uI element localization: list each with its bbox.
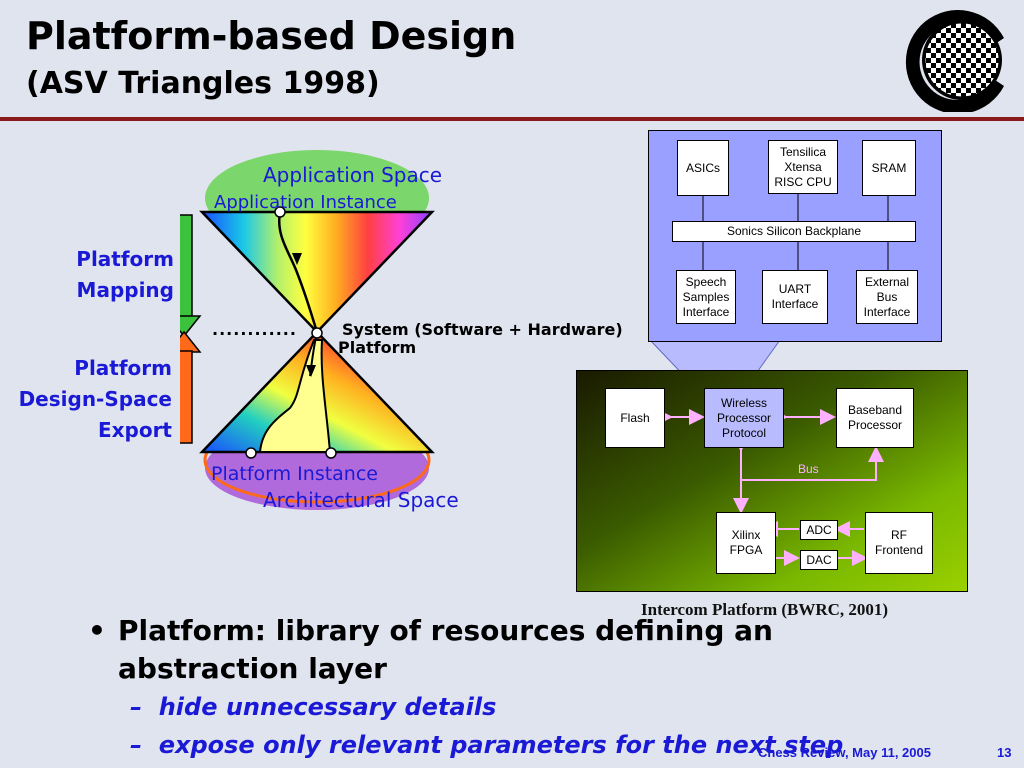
title-rule — [0, 117, 1024, 121]
intercom-caption: Intercom Platform (BWRC, 2001) — [641, 600, 889, 619]
slide-subtitle: (ASV Triangles 1998) — [26, 66, 380, 101]
adc-block: ADC — [800, 520, 838, 540]
platform-export-arrow — [180, 330, 202, 353]
architectural-space-label: Architectural Space — [263, 488, 459, 512]
sub-bullet-1: – hide unnecessary details — [130, 693, 497, 721]
sonics-backplane-block: Sonics Silicon Backplane — [672, 221, 916, 242]
application-space-label: Application Space — [263, 163, 443, 187]
top-triangle — [199, 210, 435, 334]
sub-bullet-2: – expose only relevant parameters for th… — [130, 731, 844, 759]
platform-instance-label: Platform Instance — [211, 463, 378, 485]
dac-block: DAC — [800, 550, 838, 570]
slide-title: Platform-based Design — [26, 14, 517, 58]
asics-block: ASICs — [677, 140, 729, 196]
system-label: System (Software + Hardware) — [342, 320, 623, 339]
checkered-c-logo-icon — [905, 10, 1004, 112]
platform-mapping-label: Platform Mapping — [76, 247, 174, 302]
platform-mapping-arrow — [180, 214, 193, 321]
sram-block: SRAM — [862, 140, 916, 196]
flash-block: Flash — [605, 388, 665, 448]
platform-label: Platform — [338, 338, 417, 357]
bus-label: Bus — [798, 462, 819, 476]
application-instance-label: Application Instance — [214, 192, 397, 213]
asv-triangle-diagram — [180, 150, 435, 510]
platform-dse-label: Platform Design-Space Export — [18, 356, 172, 442]
platform-dots: ............ — [212, 320, 297, 339]
footer-text: Chess Review, May 11, 2005 — [758, 745, 931, 760]
page-number: 13 — [997, 745, 1012, 760]
